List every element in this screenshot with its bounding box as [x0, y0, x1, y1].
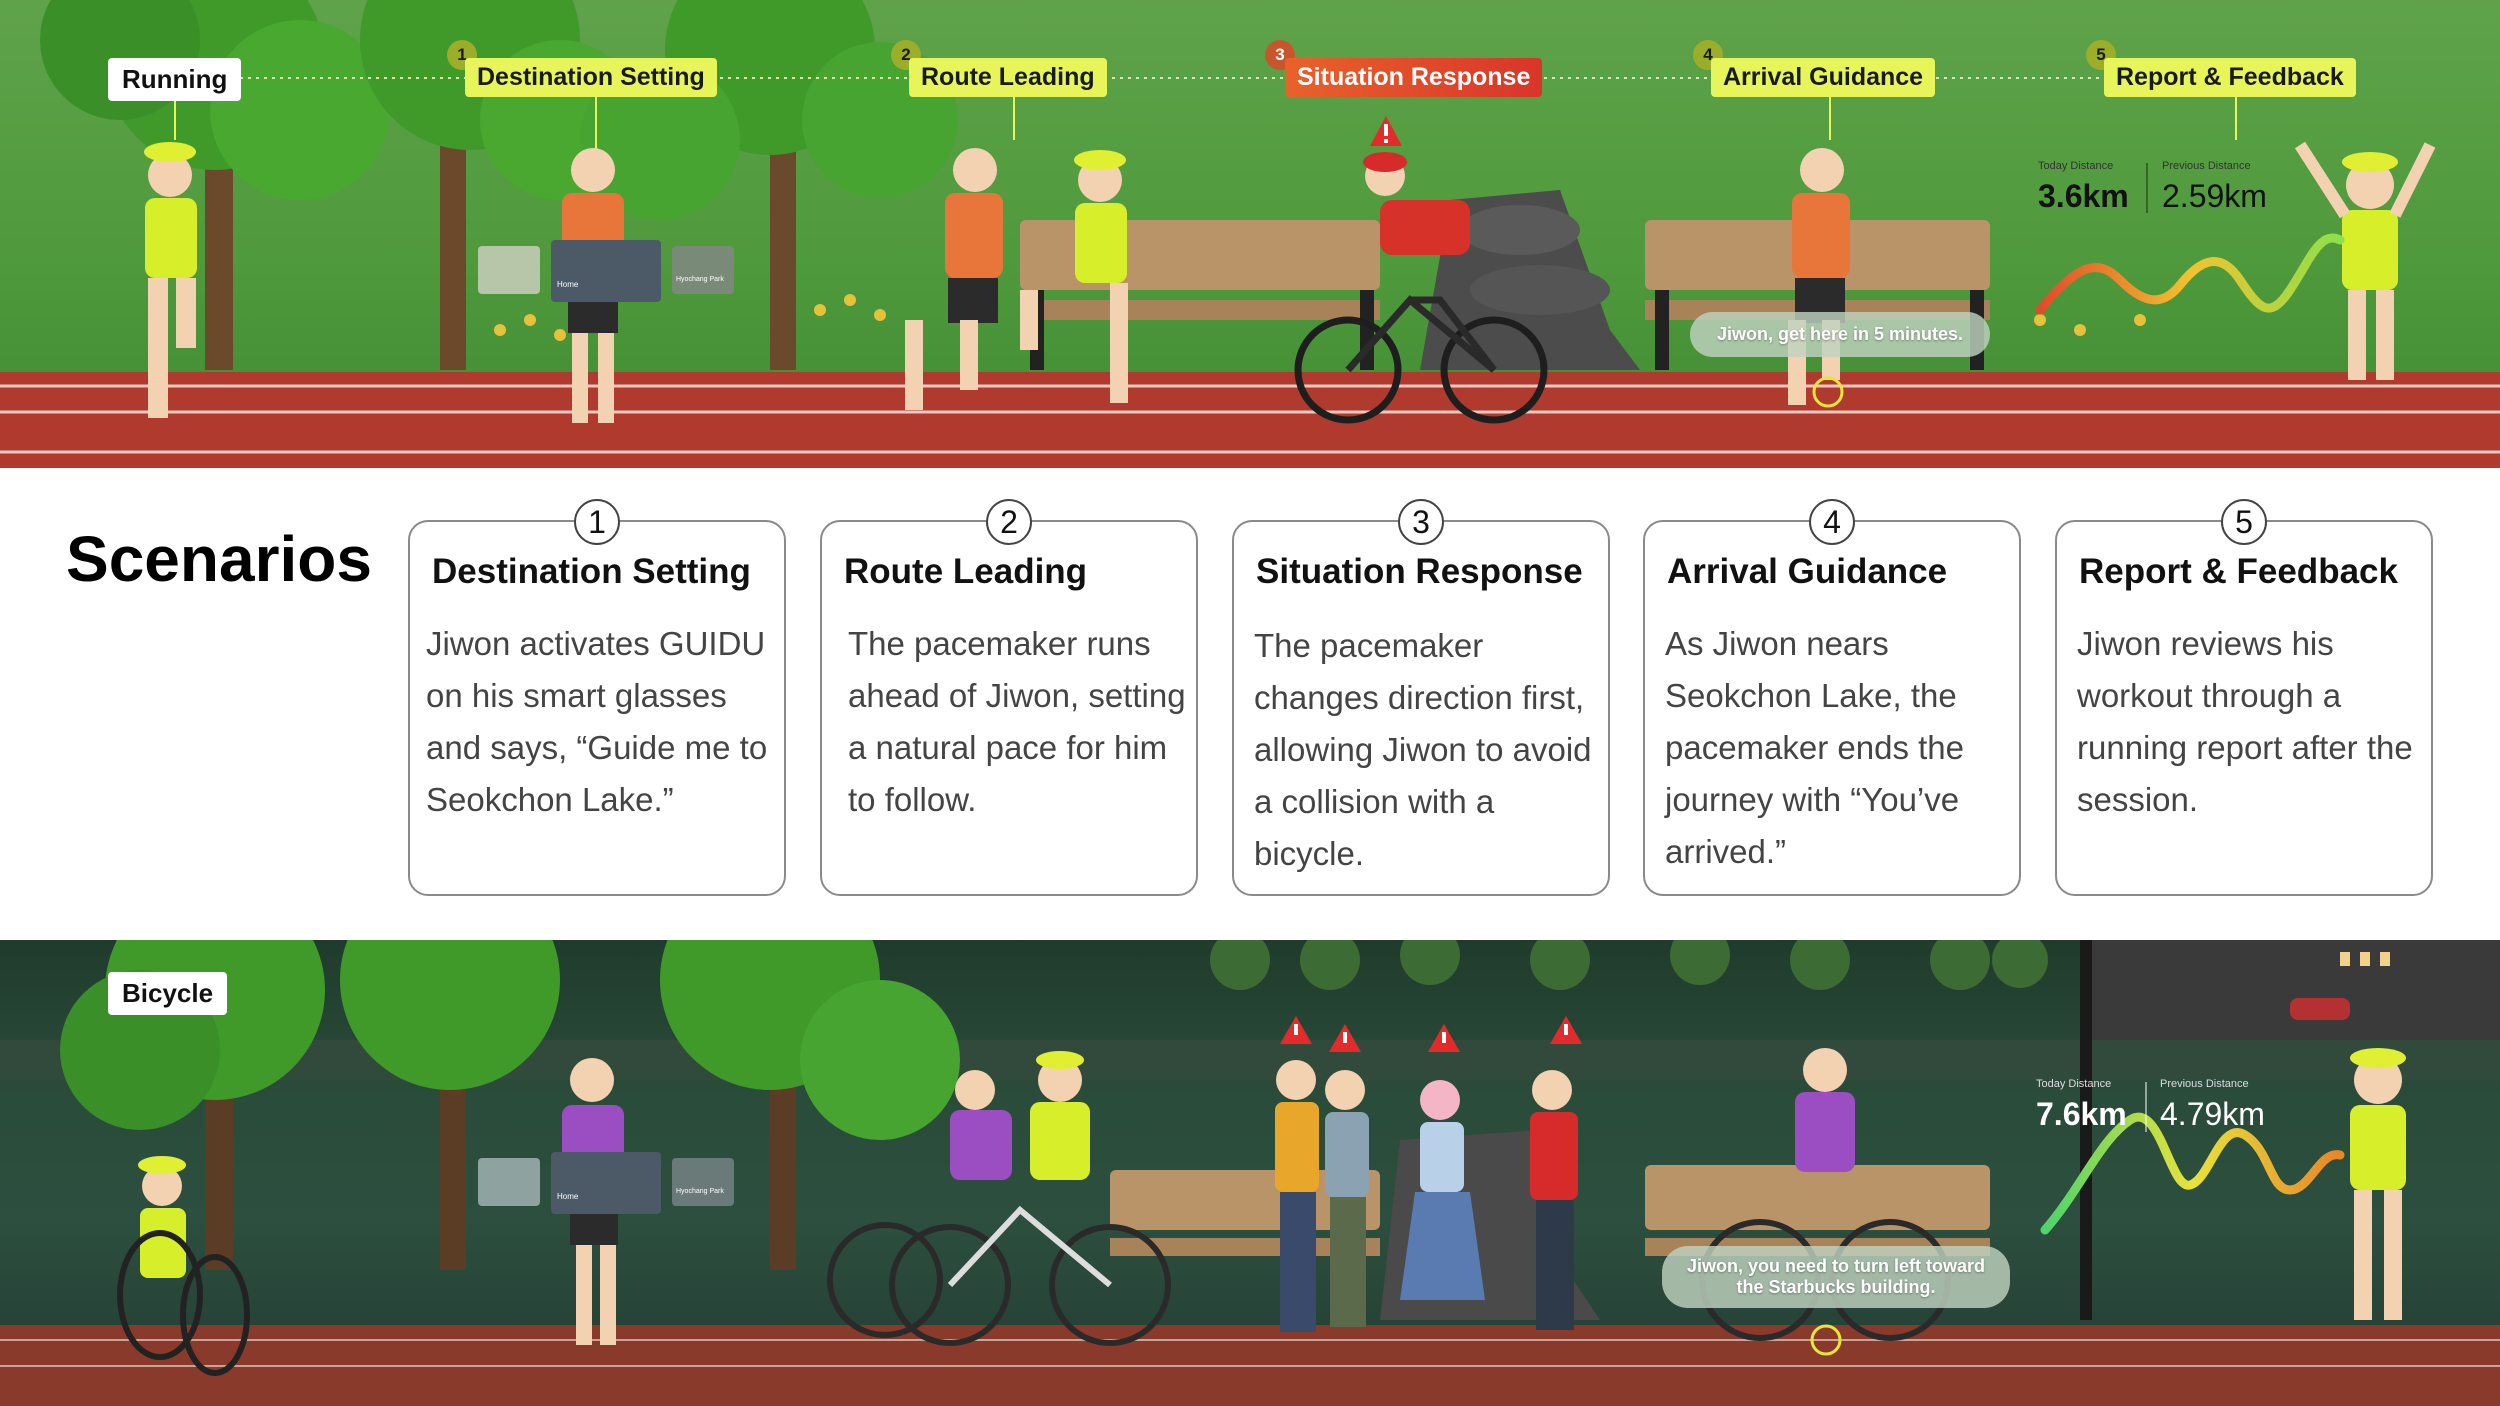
tree-icon	[660, 940, 960, 1270]
stat-divider	[2145, 1082, 2147, 1132]
mini-panel-right-label: Hyochang Park	[676, 276, 724, 283]
scenario-card-arrival-guidance: 4 Arrival Guidance As Jiwon nears Seokch…	[1643, 499, 2021, 896]
scenario-card-title: Situation Response	[1256, 552, 1583, 591]
bench-icon	[1020, 220, 1380, 370]
running-scene: Home Hyochang Park Running 1 Destination…	[0, 0, 2500, 468]
location-pin-icon	[1810, 1324, 1842, 1356]
warning-icon	[1280, 1016, 1312, 1044]
today-distance-value: 3.6km	[2038, 178, 2129, 214]
location-pin-icon	[1812, 376, 1844, 408]
scenario-card-situation-response: 3 Situation Response The pacemaker chang…	[1232, 499, 1610, 896]
scenario-number-badge: 1	[574, 499, 620, 545]
flower-bed	[494, 294, 2146, 341]
pacemaker-speech-bubble: Jiwon, you need to turn left toward the …	[1662, 1246, 2010, 1308]
mini-panel-left-label: Home	[557, 280, 579, 289]
scenario-card-text: As Jiwon nears Seokchon Lake, the pacema…	[1665, 625, 1965, 870]
today-distance-stat: Today Distance 3.6km	[2038, 160, 2129, 215]
runner-icon	[1788, 148, 1850, 405]
warning-icon	[1428, 1024, 1460, 1052]
distant-building	[2080, 940, 2500, 1040]
lamp-post	[2080, 940, 2092, 1320]
today-distance-caption: Today Distance	[2036, 1078, 2112, 1090]
scenario-card-text: Jiwon reviews his workout through a runn…	[2077, 625, 2413, 818]
mini-panel-left-label: Home	[557, 1192, 579, 1201]
scenario-number-badge: 4	[1809, 499, 1855, 545]
scenario-card-text: The pacemaker runs ahead of Jiwon, setti…	[848, 625, 1186, 818]
today-distance-value: 7.6km	[2036, 1096, 2127, 1132]
previous-distance-value: 4.79km	[2160, 1096, 2265, 1132]
pedestrian-group	[1275, 1060, 1578, 1332]
today-distance-stat: Today Distance 7.6km	[2036, 1078, 2127, 1133]
stage-tag-report-feedback: Report & Feedback	[2104, 58, 2356, 97]
stat-divider	[2146, 163, 2148, 213]
scenario-card-text: The pacemaker changes direction first, a…	[1254, 627, 1592, 872]
glasses-destination-panel: Home Hyochang Park	[478, 1152, 738, 1214]
bicycle-icon	[117, 1156, 250, 1376]
pacemaker-speech-bubble: Jiwon, get here in 5 minutes.	[1690, 312, 1990, 357]
bench-icon	[1645, 1165, 1990, 1256]
scenario-card-route-leading: 2 Route Leading The pacemaker runs ahead…	[820, 499, 1198, 896]
tree-icon	[340, 940, 560, 1270]
bicycle-scene-illustration	[0, 940, 2500, 1406]
scenario-card-title: Route Leading	[844, 552, 1088, 591]
scenario-card-title: Destination Setting	[432, 552, 751, 591]
cheering-pacemaker-icon	[2294, 141, 2436, 380]
runner-icon	[144, 142, 197, 418]
scenario-number-badge: 3	[1398, 499, 1444, 545]
stage-tag-route-leading: Route Leading	[909, 58, 1107, 97]
glasses-destination-panel: Home Hyochang Park	[478, 240, 738, 302]
warning-icon	[1370, 116, 1402, 146]
stage-tag-destination-setting: Destination Setting	[465, 58, 717, 97]
today-distance-caption: Today Distance	[2038, 160, 2114, 172]
runner-icon	[905, 148, 1003, 410]
scenario-card-destination-setting: 1 Destination Setting Jiwon activates GU…	[408, 499, 786, 896]
warning-icon	[1550, 1016, 1582, 1044]
stage-tag-situation-response: Situation Response	[1285, 58, 1543, 97]
previous-distance-stat: Previous Distance 2.59km	[2162, 160, 2267, 215]
scenario-card-report-feedback: 5 Report & Feedback Jiwon reviews his wo…	[2055, 499, 2433, 896]
bicycle-scene: Home Hyochang Park Bicycle Jiwon, you ne…	[0, 940, 2500, 1406]
distant-car	[2290, 998, 2350, 1020]
warning-icon	[1329, 1024, 1361, 1052]
scenario-card-text: Jiwon activates GUIDU on his smart glass…	[426, 625, 768, 818]
scenario-number-badge: 5	[2221, 499, 2267, 545]
scenario-number-badge: 2	[986, 499, 1032, 545]
tree-icon	[40, 0, 390, 370]
mode-label-running: Running	[108, 58, 242, 101]
runner-icon	[1020, 150, 1128, 403]
mode-label-bicycle: Bicycle	[108, 972, 228, 1015]
previous-distance-caption: Previous Distance	[2160, 1078, 2249, 1090]
pace-curve-icon	[2040, 1112, 2345, 1235]
scenario-card-title: Arrival Guidance	[1667, 552, 1948, 591]
bicycle-icon	[1294, 152, 1548, 424]
scenario-card-title: Report & Feedback	[2079, 552, 2398, 591]
bicycle-icon	[827, 1051, 1171, 1346]
stage-tag-arrival-guidance: Arrival Guidance	[1711, 58, 1936, 97]
pace-curve-icon	[2035, 233, 2345, 315]
scenarios-title: Scenarios	[66, 523, 372, 595]
previous-distance-value: 2.59km	[2162, 178, 2267, 214]
pacemaker-icon	[2350, 1048, 2406, 1320]
mini-panel-right-label: Hyochang Park	[676, 1188, 724, 1195]
previous-distance-stat: Previous Distance 4.79km	[2160, 1078, 2265, 1133]
previous-distance-caption: Previous Distance	[2162, 160, 2251, 172]
